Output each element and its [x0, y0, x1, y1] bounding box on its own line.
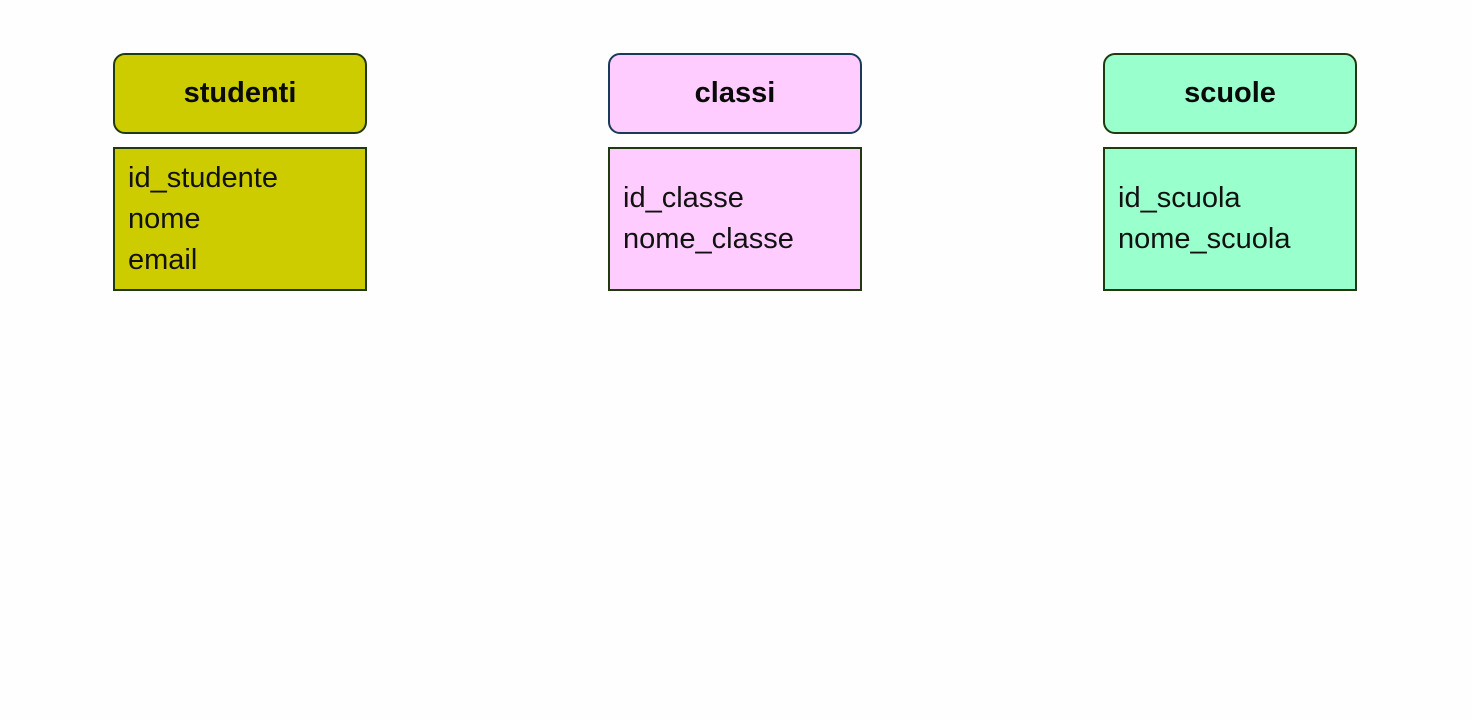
entity-attributes-scuole: id_scuola nome_scuola — [1103, 147, 1357, 291]
attribute: id_scuola — [1118, 182, 1241, 214]
attribute: email — [128, 244, 198, 276]
entity-title: scuole — [1184, 77, 1276, 109]
entity-header-studenti: studenti — [113, 53, 367, 134]
entity-header-scuole: scuole — [1103, 53, 1357, 134]
entity-studenti: studenti id_studente nome email — [113, 53, 367, 291]
entity-title: classi — [694, 77, 776, 109]
entity-scuole: scuole id_scuola nome_scuola — [1103, 53, 1357, 291]
attribute: id_classe — [623, 182, 744, 214]
entity-attributes-studenti: id_studente nome email — [113, 147, 367, 291]
attribute: id_studente — [128, 162, 278, 194]
entity-attributes-classi: id_classe nome_classe — [608, 147, 862, 291]
entity-header-classi: classi — [608, 53, 862, 134]
entity-title: studenti — [183, 77, 297, 109]
entity-classi: classi id_classe nome_classe — [608, 53, 862, 291]
attribute: nome_scuola — [1118, 223, 1291, 255]
attribute: nome_classe — [623, 223, 794, 255]
attribute: nome — [128, 203, 201, 235]
